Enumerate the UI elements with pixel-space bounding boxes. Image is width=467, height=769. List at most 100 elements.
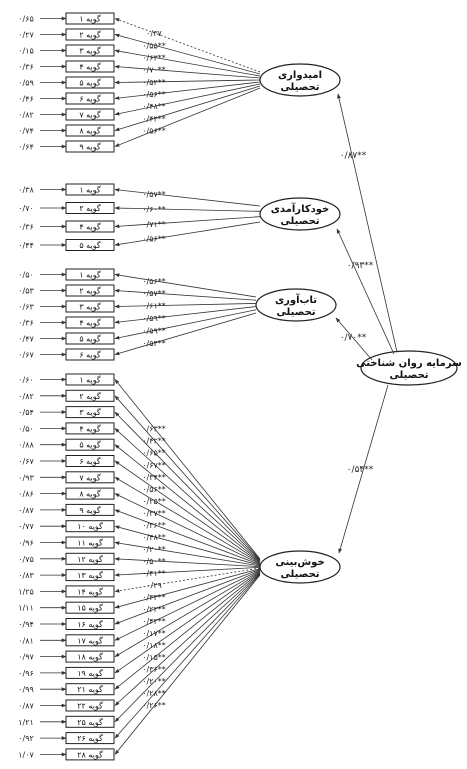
loading-coefficient: ۰/۴۴** [142,114,166,123]
latent-main [360,350,458,386]
indicator-label: گویه ۹ [79,505,100,515]
loading-coefficient: ۰/۳۶** [142,665,166,674]
indicator-label: گویه ۴ [79,318,100,328]
error-variance-label: ۱/۱۱ [18,604,34,613]
indicator-box [65,438,115,451]
error-variance-label: ۰/۶۷ [18,351,34,360]
latent-efficacy [259,197,341,231]
error-variance-label: ۰/۷۵ [18,555,34,564]
error-variance-label: ۰/۵۰ [18,271,34,280]
indicator-box [65,634,115,647]
indicator-box [65,715,115,728]
indicator-box [65,585,115,598]
indicator-box [65,520,115,533]
indicator-box [65,536,115,549]
indicator-label: گویه ۶ [79,456,100,466]
loading-coefficient: ۰/۳۶** [142,521,166,530]
loading-path [114,570,261,657]
indicator-box [65,552,115,565]
indicator-box [65,12,115,25]
error-variance-label: ۰/۷۴ [18,127,34,136]
error-variance-label: ۰/۷۰ [18,204,34,213]
loading-path [114,309,257,340]
loading-coefficient: ۰/۱۷** [142,629,166,638]
indicator-box [65,569,115,582]
loading-coefficient: ۰/۲۵** [142,497,166,506]
loading-coefficient: ۰/۷۰** [142,66,166,75]
error-variance-label: ۰/۸۷ [18,702,34,711]
indicator-box [65,202,115,214]
latent-main-label: سرمایه روان شناختی [356,358,462,369]
indicator-label: گویه ۶ [79,94,100,104]
indicator-label: گویه ۵ [79,334,100,344]
loading-coefficient: ۰/۱۵** [142,653,166,662]
error-variance-label: ۰/۸۲ [18,392,34,401]
indicator-box [65,28,115,41]
indicator-box [65,300,115,313]
indicator-label: گویه ۴ [79,62,100,72]
loading-path [114,273,257,298]
error-variance-label: ۰/۶۳ [18,303,34,312]
error-variance-label: ۰/۹۶ [18,539,34,548]
error-variance-label: ۱/۰۷ [18,750,34,759]
loading-path [114,572,261,706]
loading-path [114,81,261,100]
latent-resilience-label: تاب‌آوری [275,293,317,306]
error-variance-label: ۰/۳۶ [18,223,34,232]
latent-main-sublabel: تحصیلی [389,370,428,381]
loading-coefficient: ۰/۵۰** [142,557,166,566]
loading-path [114,444,261,563]
loading-coefficient: ۰/۴۸** [142,533,166,542]
loading-path [114,569,261,641]
loading-path [114,395,261,560]
indicator-box [65,373,115,386]
indicator-box [65,666,115,679]
error-variance-label: ۰/۹۳ [18,473,34,482]
loading-path [114,87,261,147]
latent-optimism-sublabel: تحصیلی [280,569,319,580]
error-variance-label: ۰/۸۷ [18,506,34,515]
loading-coefficient: ۰/۳۷** [142,509,166,518]
indicator-box [65,76,115,89]
structural-coefficient-hope: ۰/۸۷** [340,151,367,161]
indicator-box [65,44,115,57]
error-variance-label: ۰/۴۴ [18,241,34,250]
error-variance-label: ۰/۸۳ [18,571,34,580]
indicator-label: گویه ۲ [79,30,100,40]
error-variance-label: ۰/۹۹ [18,685,34,694]
error-variance-label: ۰/۶۷ [18,457,34,466]
error-variance-label: ۰/۴۶ [18,95,34,104]
loading-path [114,312,257,356]
loading-path [114,33,261,75]
loading-path [114,568,261,609]
indicator-box [65,422,115,435]
indicator-box [65,389,115,402]
indicator-label: گویه ۷ [79,472,100,482]
latent-hope-sublabel: تحصیلی [280,82,319,93]
loading-path [114,569,261,625]
error-variance-label: ۰/۲۷ [18,31,34,40]
indicator-box [65,124,115,137]
indicator-box [65,406,115,419]
latent-resilience-sublabel: تحصیلی [276,307,315,318]
indicator-box [65,239,115,251]
loading-coefficient: ۰/۲۰** [142,545,166,554]
loading-path [114,411,261,561]
indicator-box [65,683,115,696]
error-variance-label: ۰/۹۴ [18,620,34,629]
indicator-label: گویه ۳ [79,46,100,56]
loading-coefficient: ۰/۶۳** [142,53,166,62]
loading-path [114,306,257,324]
error-variance-label: ۰/۵۳ [18,287,34,296]
indicator-box [65,471,115,484]
indicator-label: گویه ۷ [79,110,100,120]
loading-coefficient: ۰/۳۳** [142,593,166,602]
latent-optimism [259,550,341,584]
loading-path [114,188,261,207]
loading-path [114,18,261,73]
indicator-label: گویه ۸ [79,489,100,499]
loading-coefficient: ۰/۶۰** [142,205,166,214]
loading-coefficient: ۰/۵۷** [142,190,166,199]
indicator-label: گویه ۲۸ [77,749,103,759]
